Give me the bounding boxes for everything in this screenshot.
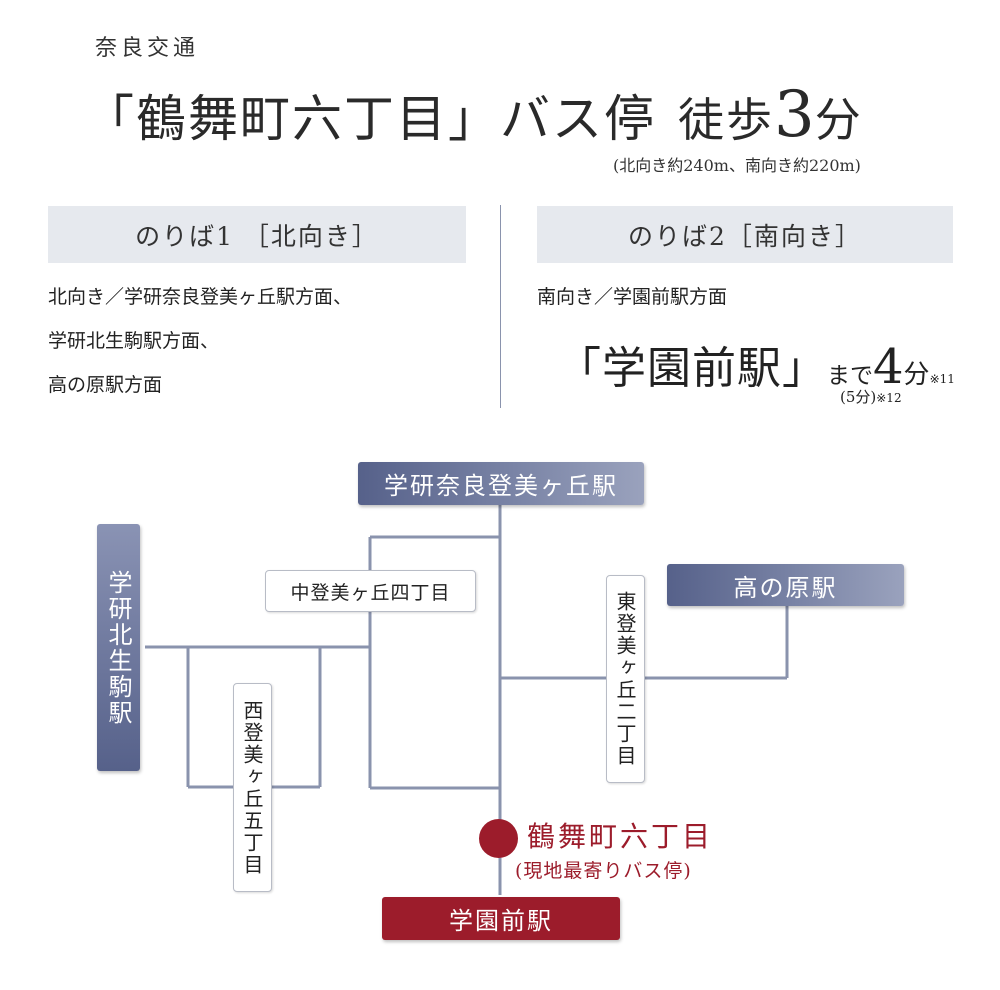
destination-made: まで <box>827 363 873 389</box>
distance-note: (北向き約240m、南向き約220m) <box>613 156 861 175</box>
bus-stop-naka: 中登美ヶ丘四丁目 <box>265 570 476 612</box>
walk-label: 徒歩 <box>678 93 774 147</box>
station-label: 学研奈良登美ヶ丘駅 <box>384 472 618 500</box>
stop-panel-south: のりば2［南向き］ 南向き／学園前駅方面 <box>537 206 953 319</box>
walk-minutes: 3 <box>774 78 815 152</box>
stop-lines-south: 南向き／学園前駅方面 <box>537 275 953 319</box>
walk-unit: 分 <box>814 93 861 147</box>
destination-line: 「学園前駅」まで4分※11 <box>557 332 955 396</box>
station-label: 学園前駅 <box>449 907 553 935</box>
station-south: 学園前駅 <box>382 897 620 940</box>
bus-stop-nishi: 西登美ヶ丘五丁目 <box>233 683 272 892</box>
bus-company: 奈良交通 <box>95 36 200 61</box>
bus-stop-label: 西登美ヶ丘五丁目 <box>240 699 264 876</box>
station-label: 高の原駅 <box>733 573 838 602</box>
footnote-11: ※11 <box>929 372 955 386</box>
stop-lines-north: 北向き／学研奈良登美ヶ丘駅方面、 学研北生駒駅方面、 高の原駅方面 <box>48 275 466 407</box>
bus-stop-label: 東登美ヶ丘二丁目 <box>613 591 637 767</box>
current-stop-marker <box>479 819 518 858</box>
stop-line: 南向き／学園前駅方面 <box>537 286 728 308</box>
bus-stop-title: 「鶴舞町六丁目」バス停 <box>84 90 656 148</box>
stop-header-north: のりば1 ［北向き］ <box>48 206 466 263</box>
destination-minutes: 4 <box>873 339 904 395</box>
alt-time: (5分)※12 <box>840 386 902 407</box>
stop-line: 北向き／学研奈良登美ヶ丘駅方面、 <box>48 286 353 308</box>
station-label: 学研北生駒駅 <box>104 569 132 726</box>
station-east: 高の原駅 <box>667 564 904 606</box>
station-north: 学研奈良登美ヶ丘駅 <box>358 462 644 505</box>
bus-stop-label: 中登美ヶ丘四丁目 <box>290 581 451 604</box>
stop-header-south: のりば2［南向き］ <box>537 206 953 263</box>
headline: 「鶴舞町六丁目」バス停徒歩3分 <box>84 78 861 152</box>
alt-time-value: (5分) <box>840 388 877 406</box>
stop-line: 学研北生駒駅方面、 <box>48 330 220 352</box>
bus-stop-higashi: 東登美ヶ丘二丁目 <box>606 575 645 783</box>
destination-name: 「学園前駅」 <box>557 343 827 394</box>
footnote-12: ※12 <box>876 391 902 405</box>
stop-panel-north: のりば1 ［北向き］ 北向き／学研奈良登美ヶ丘駅方面、 学研北生駒駅方面、 高の… <box>48 206 466 407</box>
station-west: 学研北生駒駅 <box>97 524 140 771</box>
panel-divider <box>500 205 501 408</box>
stop-line: 高の原駅方面 <box>48 374 163 396</box>
current-stop-note: (現地最寄りバス停) <box>515 860 692 882</box>
destination-unit: 分 <box>903 360 930 390</box>
current-stop-name: 鶴舞町六丁目 <box>527 820 714 853</box>
